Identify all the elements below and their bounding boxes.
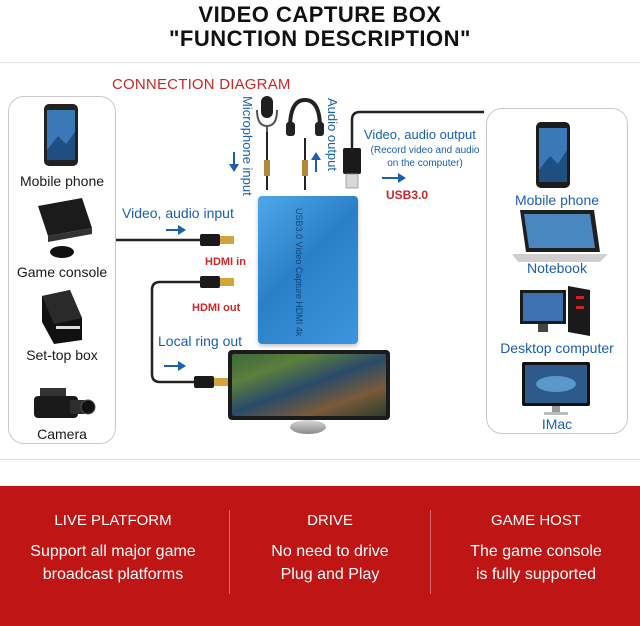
mic-arrow-icon [229,152,239,172]
feature-heading: GAME HOST [490,512,581,529]
feature-line: broadcast platforms [42,566,184,583]
hdmi-in-arrow-icon [166,225,186,235]
right-mobile-phone-icon [536,122,570,188]
notebook-icon [512,210,608,262]
feature-game-host: GAME HOST The game console is fully supp… [432,486,640,626]
feature-line: The game console [470,543,602,560]
headphones-icon [286,97,324,190]
usb-label: USB3.0 [386,188,429,202]
audio-output-label: Audio output [325,98,340,172]
device-label-desktop-computer: Desktop computer [500,340,614,356]
hdmi-in-label: HDMI in [205,256,246,268]
feature-divider [229,510,230,594]
hdmi-in-cable [116,234,234,246]
connection-diagram-label: CONNECTION DIAGRAM [112,76,291,93]
video-capture-box: USB3.0 Video Capture HDMI 4k [258,196,358,344]
monitor-screen [232,354,386,416]
feature-line: No need to drive [271,543,389,560]
monitor [228,350,390,420]
usb-plug-icon [343,110,484,189]
feature-line: is fully supported [475,566,597,583]
page-title: VIDEO CAPTURE BOX [198,2,442,27]
feature-heading: LIVE PLATFORM [54,512,172,529]
video-audio-input-label: Video, audio input [122,205,234,221]
feature-heading: DRIVE [307,512,353,529]
set-top-box-icon [42,290,82,344]
microphone-input-label: Microphone input [240,96,255,196]
feature-description: Support all major game broadcast platfor… [0,540,226,586]
desktop-computer-icon [520,286,590,336]
feature-line: Support all major game [30,543,196,560]
hdmi-out-label: HDMI out [192,302,241,314]
local-ring-out-label: Local ring out [158,333,243,349]
imac-icon [522,362,590,415]
device-label-set-top-box: Set-top box [26,347,98,363]
audio-arrow-icon [311,152,321,172]
feature-divider [430,510,431,594]
feature-drive: DRIVE No need to drive Plug and Play [232,486,428,626]
mobile-phone-icon [44,104,78,166]
game-console-icon [38,198,92,258]
device-label-game-console: Game console [16,264,108,280]
diagram-frame [0,62,640,460]
camera-icon [34,388,96,418]
feature-line: Plug and Play [280,566,380,583]
monitor-stand [290,420,326,434]
page-subtitle: "FUNCTION DESCRIPTION" [169,26,471,51]
hdmi-out-cable [150,276,234,388]
record-note-line-2: on the computer) [387,158,463,169]
ring-out-arrow-icon [164,361,186,371]
device-label-camera: Camera [37,426,87,442]
feature-description: No need to drive Plug and Play [232,540,428,586]
video-audio-output-label: Video, audio output [364,127,476,142]
feature-description: The game console is fully supported [432,540,640,586]
device-label-notebook: Notebook [527,260,587,276]
usb-arrow-icon [382,173,406,183]
feature-live-platform: LIVE PLATFORM Support all major game bro… [0,486,226,626]
record-note-line-1: (Record video and audio [370,145,480,156]
features-band: LIVE PLATFORM Support all major game bro… [0,486,640,626]
device-label-mobile-phone: Mobile phone [19,173,105,189]
capture-box-text: USB3.0 Video Capture HDMI 4k [294,208,304,337]
device-label-right-mobile-phone: Mobile phone [514,192,600,208]
device-label-imac: IMac [541,416,573,432]
microphone-icon [256,96,278,190]
